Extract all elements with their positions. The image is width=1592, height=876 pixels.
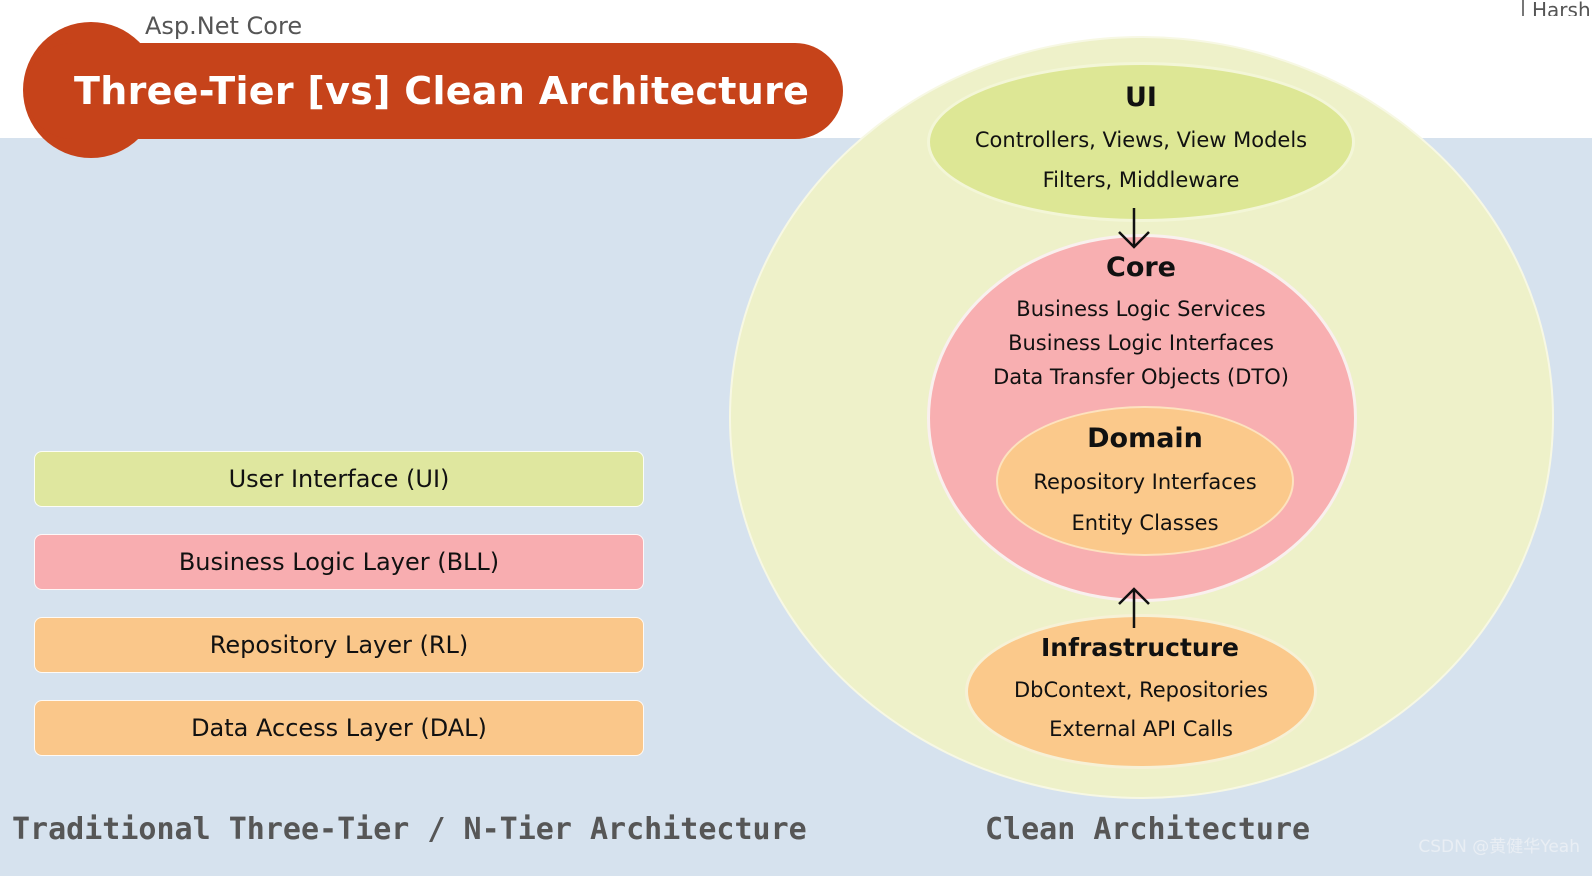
layer-rl: Repository Layer (RL) — [34, 617, 644, 673]
domain-line-1: Repository Interfaces — [1033, 470, 1257, 494]
infrastructure-ellipse — [965, 614, 1317, 769]
infrastructure-to-core-arrow — [1118, 587, 1150, 628]
domain-title: Domain — [1087, 423, 1203, 454]
three-tier-caption: Traditional Three-Tier / N-Tier Architec… — [12, 812, 807, 847]
layer-bll: Business Logic Layer (BLL) — [34, 534, 644, 590]
infrastructure-line-1: DbContext, Repositories — [1013, 678, 1269, 702]
clean-architecture-caption: Clean Architecture — [985, 812, 1311, 847]
infrastructure-line-2: External API Calls — [1049, 717, 1233, 741]
core-line-1: Business Logic Services — [1016, 297, 1266, 321]
ui-line-1: Controllers, Views, View Models — [974, 128, 1308, 152]
layer-dal: Data Access Layer (DAL) — [34, 700, 644, 756]
core-line-3: Data Transfer Objects (DTO) — [993, 365, 1289, 389]
subtitle: Asp.Net Core — [145, 12, 303, 40]
watermark: CSDN @黄健华Yeah — [1418, 837, 1580, 857]
infrastructure-title: Infrastructure — [1041, 633, 1239, 662]
ui-line-2: Filters, Middleware — [1042, 168, 1240, 192]
ui-ellipse — [927, 62, 1355, 222]
domain-ellipse — [996, 406, 1294, 556]
core-title: Core — [1106, 252, 1176, 283]
title-banner — [25, 43, 843, 139]
domain-line-2: Entity Classes — [1071, 511, 1219, 535]
core-line-2: Business Logic Interfaces — [1008, 331, 1274, 355]
ui-to-core-arrow — [1118, 208, 1150, 249]
author-corner-text: Harsh — [1522, 0, 1592, 16]
page-title: Three-Tier [vs] Clean Architecture — [74, 69, 810, 113]
ui-title: UI — [1125, 82, 1157, 113]
layer-ui: User Interface (UI) — [34, 451, 644, 507]
